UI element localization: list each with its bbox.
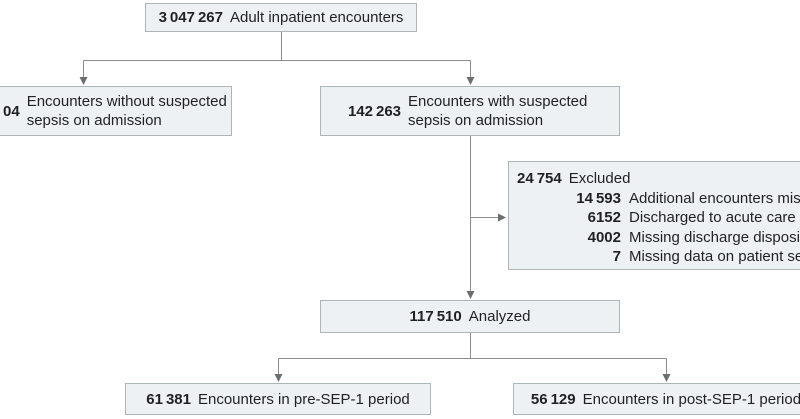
excluded-reason-label: Discharged to acute care hospital: [629, 209, 800, 226]
arrowhead-pre-sep1: [274, 374, 283, 382]
excluded-reason-row: 7 Missing data on patient sex: [517, 247, 800, 267]
arrowhead-with-sepsis: [466, 77, 475, 85]
excluded-reason-count: 14 593: [576, 189, 621, 207]
connector-bottom-branch: [278, 333, 667, 374]
arrowhead-analyzed: [466, 291, 475, 299]
pre-sep1-count: 61 381: [146, 390, 191, 408]
box-total-encounters: 3 047 267 Adult inpatient encounters: [145, 3, 417, 32]
excluded-header-row: 24 754 Excluded: [517, 169, 800, 189]
post-sep1-label: Encounters in post-SEP-1 period: [582, 390, 800, 408]
analyzed-label: Analyzed: [468, 308, 531, 325]
excluded-reason-count: 6152: [587, 209, 621, 226]
pre-sep1-label: Encounters in pre-SEP-1 period: [197, 390, 410, 408]
excluded-reason-count: 4002: [587, 228, 621, 246]
arrowhead-post-sep1: [662, 374, 671, 382]
excluded-reason-label: Additional encounters missing: [629, 189, 800, 207]
box-analyzed: 117 510 Analyzed: [320, 300, 620, 333]
without-sepsis-count: 04: [3, 102, 20, 120]
with-sepsis-label: Encounters with suspected sepsis on admi…: [408, 93, 588, 129]
total-encounters-count: 3 047 267: [158, 9, 223, 26]
excluded-count: 24 754: [517, 170, 562, 187]
excluded-reason-label: Missing data on patient sex: [629, 248, 800, 265]
with-sepsis-count: 142 263: [347, 102, 402, 120]
box-excluded: 24 754 Excluded 14 593 Additional encoun…: [508, 161, 800, 270]
box-pre-sep1-period: 61 381 Encounters in pre-SEP-1 period: [125, 383, 431, 415]
analyzed-count: 117 510: [409, 308, 462, 325]
arrowhead-without-sepsis: [79, 77, 88, 85]
excluded-reason-row: 6152 Discharged to acute care hospital: [517, 208, 800, 228]
excluded-reason-row: 14 593 Additional encounters missing: [517, 189, 800, 209]
excluded-reason-label: Missing discharge disposition: [629, 228, 800, 246]
box-post-sep1-period: 56 129 Encounters in post-SEP-1 period: [513, 383, 800, 415]
post-sep1-count: 56 129: [530, 390, 576, 408]
box-without-suspected-sepsis: 04 Encounters without suspected sepsis o…: [0, 86, 232, 136]
excluded-reason-row: 4002 Missing discharge disposition: [517, 228, 800, 248]
arrowhead-excluded: [498, 213, 506, 222]
without-sepsis-label: Encounters without suspected sepsis on a…: [26, 93, 227, 129]
excluded-label: Excluded: [568, 170, 631, 187]
excluded-reason-count: 7: [612, 248, 621, 265]
total-encounters-label: Adult inpatient encounters: [229, 9, 404, 26]
connector-top-branch: [83, 32, 471, 77]
box-with-suspected-sepsis: 142 263 Encounters with suspected sepsis…: [320, 86, 620, 136]
